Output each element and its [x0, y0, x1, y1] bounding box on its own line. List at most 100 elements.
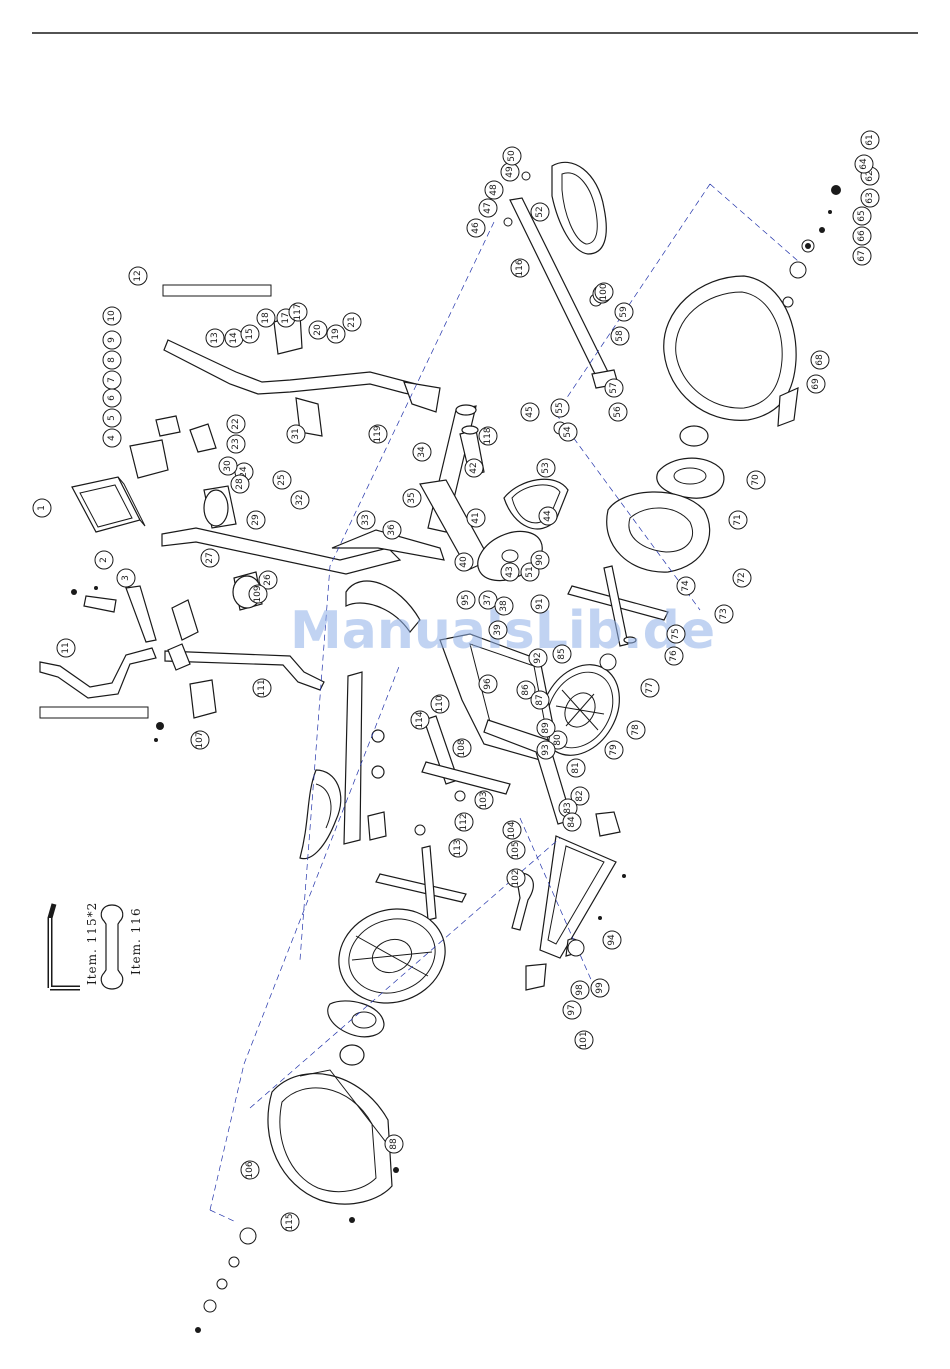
callout-label: 11 — [61, 642, 71, 653]
callout-48: 48 — [484, 180, 504, 200]
callout-label: 49 — [505, 166, 515, 178]
callout-label: 88 — [389, 1138, 399, 1150]
callout-70: 70 — [746, 470, 766, 490]
callout-9: 9 — [102, 330, 122, 350]
callout-88: 88 — [384, 1134, 404, 1154]
callout-110: 110 — [430, 694, 450, 714]
callout-84: 84 — [562, 812, 582, 832]
callout-33: 33 — [356, 510, 376, 530]
callout-label: 109 — [253, 585, 263, 602]
callout-label: 85 — [557, 648, 567, 659]
callout-103: 103 — [474, 790, 494, 810]
callout-39: 39 — [488, 620, 508, 640]
callout-57: 57 — [604, 378, 624, 398]
callout-69: 69 — [806, 374, 826, 394]
callout-73: 73 — [714, 604, 734, 624]
callout-label: 83 — [563, 802, 573, 813]
wrench-icon — [100, 904, 124, 990]
callout-label: 90 — [535, 554, 545, 566]
callout-label: 95 — [461, 594, 471, 605]
callout-label: 76 — [669, 650, 679, 662]
callout-113: 113 — [448, 838, 468, 858]
callout-label: 28 — [235, 478, 245, 490]
callout-64: 64 — [854, 154, 874, 174]
pedal-plate-right — [551, 161, 607, 255]
callout-label: 116 — [515, 259, 525, 276]
callout-61: 61 — [860, 130, 880, 150]
callout-label: 23 — [231, 438, 241, 449]
callout-label: 100 — [599, 283, 609, 300]
callout-59: 59 — [614, 302, 634, 322]
callout-label: 84 — [567, 816, 577, 828]
callout-87: 87 — [530, 690, 550, 710]
callout-115: 115 — [280, 1212, 300, 1232]
callout-49: 49 — [500, 162, 520, 182]
callout-14: 14 — [224, 328, 244, 348]
callout-108: 108 — [452, 738, 472, 758]
callout-label: 87 — [535, 694, 545, 705]
callout-53: 53 — [536, 458, 556, 478]
callout-label: 48 — [489, 184, 499, 196]
callout-50: 50 — [502, 146, 522, 166]
callout-13: 13 — [205, 328, 225, 348]
callout-label: 39 — [493, 624, 503, 636]
callout-19: 19 — [326, 324, 346, 344]
callout-95: 95 — [456, 590, 476, 610]
callout-label: 117 — [293, 303, 303, 320]
callout-66: 66 — [852, 226, 872, 246]
callout-label: 112 — [459, 813, 469, 830]
callout-89: 89 — [536, 718, 556, 738]
callout-label: 108 — [457, 739, 467, 756]
rear-stabilizer — [539, 835, 617, 959]
callout-label: 72 — [737, 572, 747, 583]
callout-28: 28 — [230, 474, 250, 494]
callout-label: 12 — [133, 270, 143, 281]
callout-77: 77 — [640, 678, 660, 698]
callout-label: 80 — [553, 734, 563, 746]
callout-label: 118 — [483, 427, 493, 444]
callout-label: 102 — [511, 869, 521, 886]
callout-label: 106 — [245, 1161, 255, 1178]
callout-85: 85 — [552, 644, 572, 664]
callout-117: 117 — [288, 302, 308, 322]
callout-label: 94 — [607, 934, 617, 946]
callout-label: 113 — [453, 839, 463, 856]
callout-81: 81 — [566, 758, 586, 778]
callout-label: 81 — [571, 762, 581, 773]
callout-32: 32 — [290, 490, 310, 510]
label-box-lower — [39, 706, 149, 719]
callout-label: 98 — [575, 984, 585, 996]
callout-label: 31 — [291, 428, 301, 439]
callout-label: 25 — [277, 474, 287, 485]
callout-43: 43 — [500, 562, 520, 582]
callout-label: 96 — [483, 678, 493, 690]
callout-1: 1 — [32, 498, 52, 518]
callout-label: 5 — [107, 415, 117, 421]
callout-label: 89 — [541, 722, 551, 734]
side-shroud-right — [663, 275, 799, 427]
callout-58: 58 — [610, 326, 630, 346]
handlebar-left-long — [164, 650, 325, 691]
callout-label: 7 — [107, 377, 117, 383]
handlebar-left — [39, 647, 157, 699]
callout-116: 116 — [510, 258, 530, 278]
callout-label: 93 — [541, 744, 551, 755]
callout-label: 6 — [107, 395, 117, 401]
wrench-label: Item. 116 — [129, 907, 143, 975]
callout-label: 32 — [295, 494, 305, 505]
callout-12: 12 — [128, 266, 148, 286]
callout-label: 61 — [865, 134, 875, 145]
callout-label: 40 — [459, 556, 469, 568]
callout-35: 35 — [402, 488, 422, 508]
callout-47: 47 — [478, 198, 498, 218]
callout-86: 86 — [516, 680, 536, 700]
callout-label: 110 — [435, 695, 445, 712]
callout-30: 30 — [218, 456, 238, 476]
callout-97: 97 — [562, 1000, 582, 1020]
callout-54: 54 — [558, 422, 578, 442]
callout-label: 20 — [313, 324, 323, 336]
callout-8: 8 — [102, 350, 122, 370]
callout-label: 17 — [281, 312, 291, 323]
fasteners — [71, 171, 841, 1333]
